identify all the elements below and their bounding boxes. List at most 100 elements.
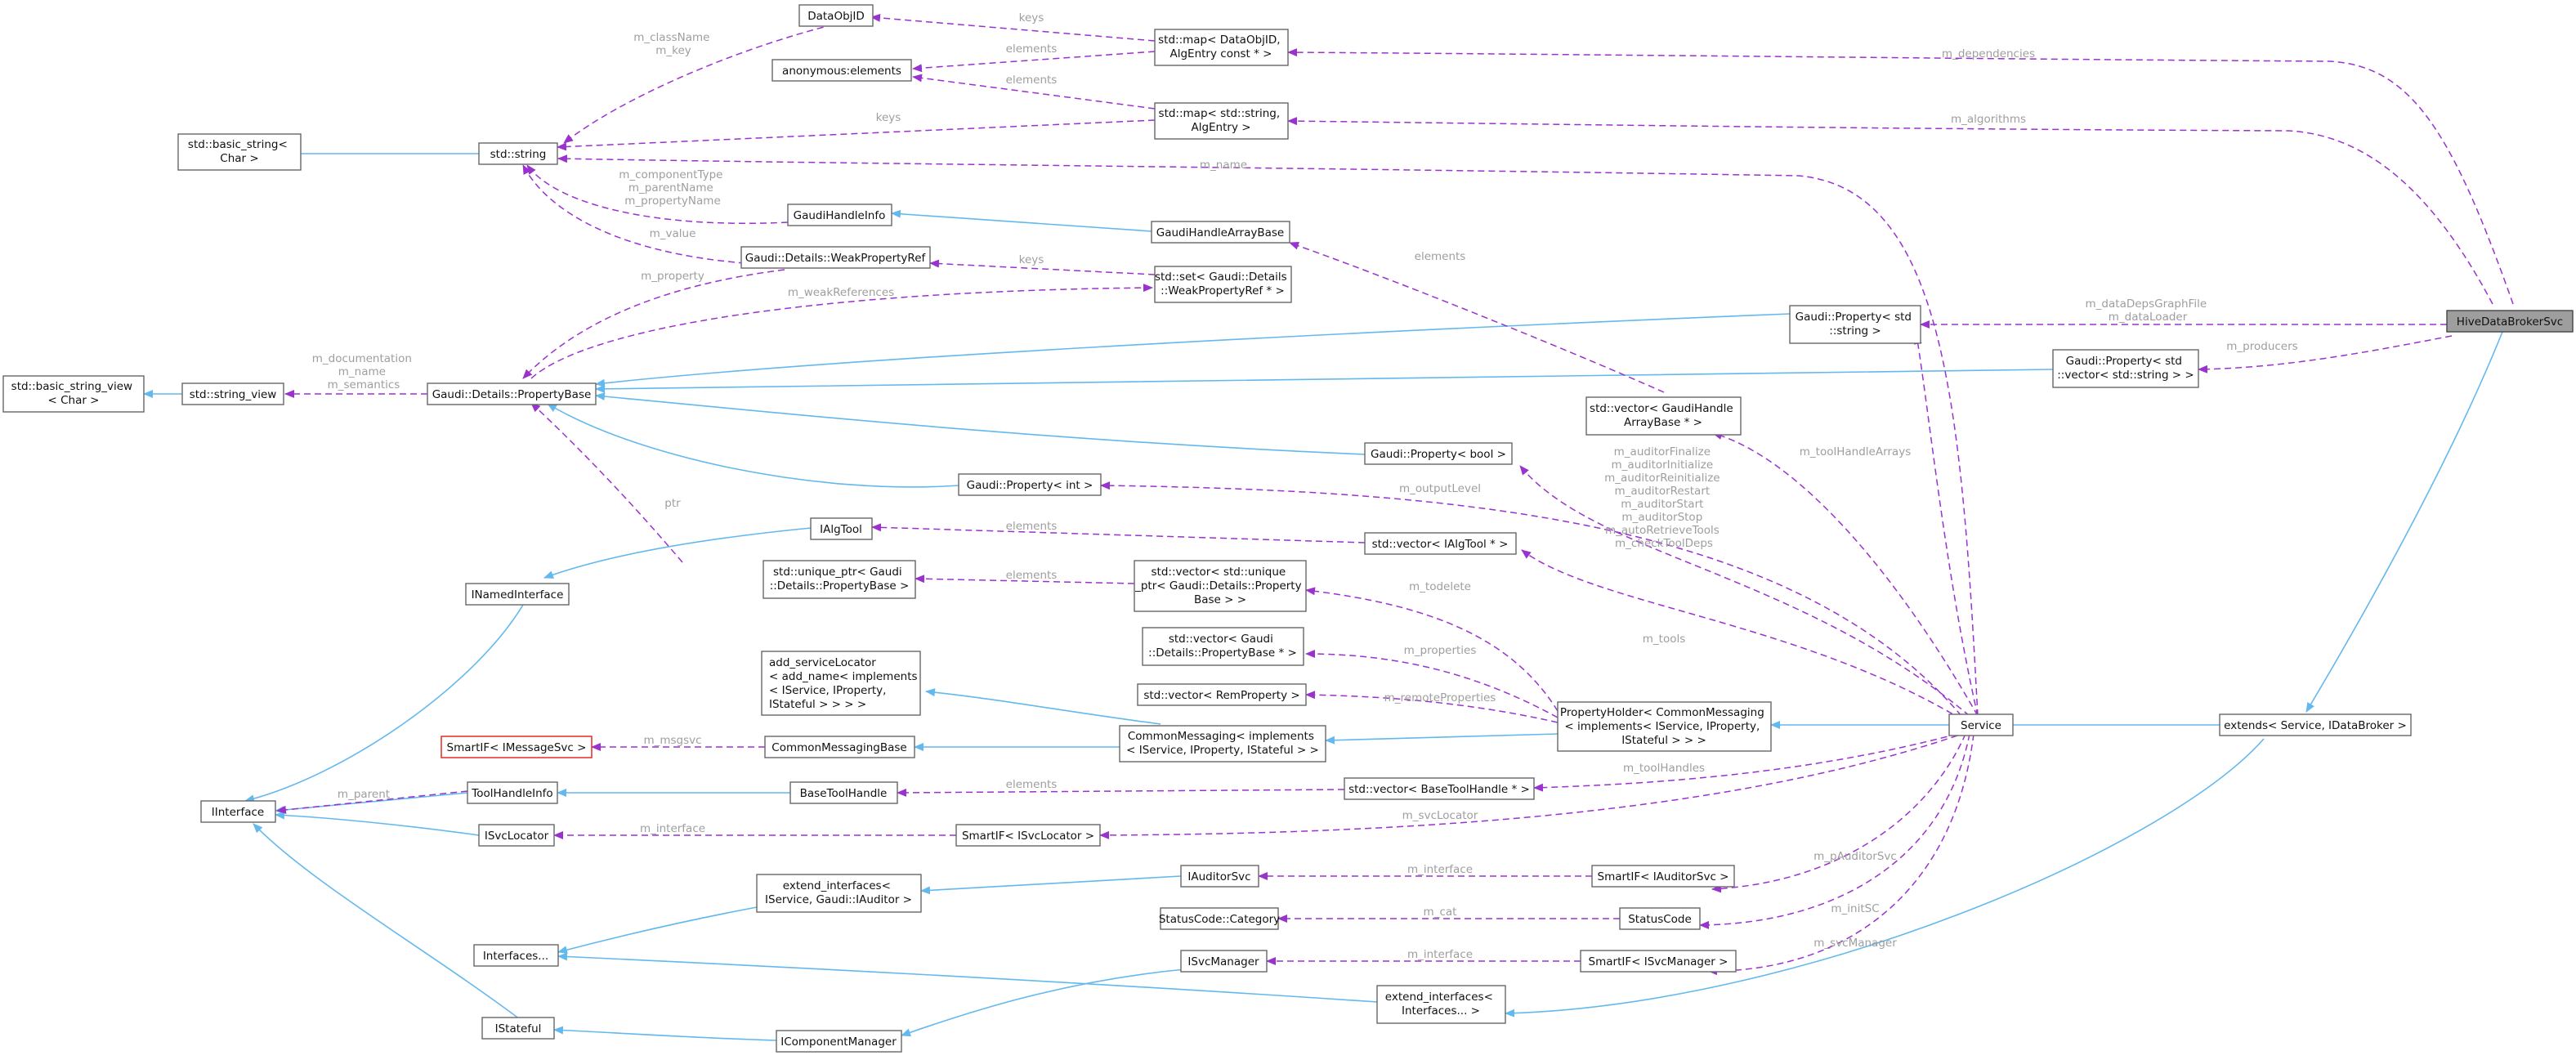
class-node-label: DataObjID <box>807 10 865 23</box>
class-node-string-view[interactable]: std::string_view <box>181 382 284 405</box>
class-node-add-servicelocator[interactable]: add_serviceLocator < add_name< implement… <box>761 651 921 716</box>
class-node-extend-interfaces[interactable]: extend_interfaces< Interfaces... > <box>1376 985 1506 1024</box>
class-node-label-line: Gaudi::Property< std <box>2066 355 2182 368</box>
class-node-basic-string[interactable]: std::basic_string< Char > <box>177 133 302 171</box>
class-node-commonmessaging[interactable]: CommonMessaging< implements < IService, … <box>1119 725 1326 763</box>
class-node-vector-remproperty[interactable]: std::vector< RemProperty > <box>1137 683 1307 706</box>
use-hive-producers <box>2198 335 2453 373</box>
use-gha-vector <box>1289 241 1665 393</box>
use-vectorunique-uniqueptr <box>915 575 1135 584</box>
class-node-label: GaudiHandleArrayBase <box>1156 226 1284 239</box>
label-m-toolhandles: m_toolHandles <box>1623 762 1705 775</box>
class-node-property-vector-string[interactable]: Gaudi::Property< std ::vector< std::stri… <box>2052 349 2199 388</box>
class-node-label: PropertyHolder< CommonMessaging < implem… <box>1560 706 1768 747</box>
class-node-isvclocator[interactable]: ISvcLocator <box>478 824 555 847</box>
class-node-std-string[interactable]: std::string <box>478 142 558 165</box>
class-node-weakpropertyref[interactable]: Gaudi::Details::WeakPropertyRef <box>740 246 931 269</box>
class-node-istateful[interactable]: IStateful <box>481 1017 555 1040</box>
class-node-smartif-imessagesvc[interactable]: SmartIF< IMessageSvc > <box>441 736 593 758</box>
class-node-vector-propertybase-ptr[interactable]: std::vector< Gaudi ::Details::PropertyBa… <box>1142 627 1304 666</box>
class-node-label: Gaudi::Property< std ::vector< std::stri… <box>2057 355 2194 382</box>
use-map1-anon <box>912 51 1156 73</box>
class-node-label-line: std::basic_string_view <box>11 380 132 393</box>
class-node-commonmessagingbase[interactable]: CommonMessagingBase <box>764 736 915 758</box>
class-node-propertyholder[interactable]: PropertyHolder< CommonMessaging < implem… <box>1557 701 1772 752</box>
class-node-vector-ialgtool[interactable]: std::vector< IAlgTool * > <box>1364 532 1517 555</box>
class-node-label-line: std::map< std::string, <box>1159 107 1281 120</box>
class-node-gaudihandlearraybase[interactable]: GaudiHandleArrayBase <box>1151 221 1290 244</box>
class-node-icomponentmanager[interactable]: IComponentManager <box>776 1030 902 1053</box>
class-node-inamedinterface[interactable]: INamedInterface <box>465 583 570 606</box>
label-m-auditor-line: m_auditorFinalize <box>1614 445 1711 458</box>
class-node-vector-basetoolhandle[interactable]: std::vector< BaseToolHandle * > <box>1344 777 1535 800</box>
class-node-label: IAlgTool <box>820 523 862 536</box>
class-node-iauditorsvc[interactable]: IAuditorSvc <box>1180 865 1259 888</box>
class-node-label-line: < IService, IProperty, IStateful > > <box>1126 744 1319 757</box>
class-node-basetoolhandle[interactable]: BaseToolHandle <box>789 781 898 804</box>
label-m-datadepsgraph-line: m_dataDepsGraphFile <box>2086 297 2207 311</box>
class-node-vector-unique-ptr[interactable]: std::vector< std::unique _ptr< Gaudi::De… <box>1134 560 1307 612</box>
class-node-statuscode-category[interactable]: StatusCode::Category <box>1159 907 1280 930</box>
class-node-label: IStateful <box>495 1022 542 1035</box>
class-node-label: std::set< Gaudi::Details ::WeakPropertyR… <box>1155 271 1290 297</box>
class-node-property-bool[interactable]: Gaudi::Property< bool > <box>1364 442 1513 465</box>
class-node-gaudihandleinfo[interactable]: GaudiHandleInfo <box>787 204 892 226</box>
class-node-label-line: add_serviceLocator <box>769 656 876 669</box>
class-node-ialgtool[interactable]: IAlgTool <box>810 517 873 540</box>
class-node-iinterface[interactable]: IInterface <box>200 800 276 823</box>
label-elements-map2: elements <box>1006 74 1058 87</box>
class-node-label: std::vector< BaseToolHandle * > <box>1348 783 1530 796</box>
label-m-cat: m_cat <box>1424 906 1457 919</box>
class-node-extends-service-idatabroker[interactable]: extends< Service, IDataBroker > <box>2219 713 2412 736</box>
class-node-map-string[interactable]: std::map< std::string, AlgEntry > <box>1154 102 1289 140</box>
class-node-interfaces[interactable]: Interfaces... <box>473 944 559 967</box>
use-hive-algorithms <box>1287 117 2493 305</box>
class-node-vector-gaudihandlearraybase[interactable]: std::vector< GaudiHandle ArrayBase * > <box>1585 396 1742 436</box>
class-node-label: ToolHandleInfo <box>471 787 552 800</box>
label-m-classname: m_className m_key <box>633 31 713 57</box>
class-node-service[interactable]: Service <box>1948 713 2014 736</box>
label-m-parent: m_parent <box>338 788 390 801</box>
class-node-property-string[interactable]: Gaudi::Property< std ::string > <box>1789 305 1921 344</box>
class-node-label: anonymous:elements <box>782 65 901 78</box>
class-node-label: std::vector< IAlgTool * > <box>1372 538 1509 551</box>
class-node-smartif-isvcmanager[interactable]: SmartIF< ISvcManager > <box>1580 950 1737 973</box>
class-node-dataobjid[interactable]: DataObjID <box>798 4 874 27</box>
use-service-smartifauditor <box>1711 733 1966 893</box>
label-m-interface-svcmanager: m_interface <box>1407 948 1473 961</box>
class-node-smartif-iauditorsvc[interactable]: SmartIF< IAuditorSvc > <box>1591 865 1735 888</box>
class-node-property-int[interactable]: Gaudi::Property< int > <box>958 473 1102 496</box>
class-node-label-line: < IService, IProperty, <box>769 684 886 697</box>
class-node-smartif-isvclocator[interactable]: SmartIF< ISvcLocator > <box>955 824 1101 847</box>
label-m-name: m_name <box>1200 159 1247 172</box>
class-node-isvcmanager[interactable]: ISvcManager <box>1180 950 1268 973</box>
class-node-map-dataobjid[interactable]: std::map< DataObjID, AlgEntry const * > <box>1154 29 1289 66</box>
class-node-label-line: ::string > <box>1829 324 1881 338</box>
label-m-componenttype-line: m_parentName <box>628 181 713 195</box>
class-node-unique-ptr[interactable]: std::unique_ptr< Gaudi ::Details::Proper… <box>763 560 916 599</box>
class-node-label: std::basic_string< Char > <box>188 138 291 165</box>
use-service-statuscode <box>1699 733 1970 929</box>
use-vectorbth-bth <box>897 788 1345 797</box>
class-node-hivedatabrokersvc[interactable]: HiveDataBrokerSvc <box>2446 310 2574 333</box>
class-node-label: SmartIF< ISvcManager > <box>1589 955 1729 968</box>
class-node-statuscode[interactable]: StatusCode <box>1619 907 1701 930</box>
inherit-isvcmanager-icomponentmanager <box>901 968 1186 1037</box>
class-node-basic-string-view[interactable]: std::basic_string_view < Char > <box>2 375 145 413</box>
class-node-extend-interfaces-auditor[interactable]: extend_interfaces< IService, Gaudi::IAud… <box>756 874 922 913</box>
class-node-toolhandleinfo[interactable]: ToolHandleInfo <box>467 781 558 804</box>
class-node-label-line: CommonMessaging< implements <box>1128 730 1314 743</box>
class-node-anonymous-elements[interactable]: anonymous:elements <box>771 59 912 82</box>
class-node-propertybase[interactable]: Gaudi::Details::PropertyBase <box>427 382 597 405</box>
class-node-label: StatusCode <box>1628 913 1692 926</box>
class-node-set-weakpropertyref[interactable]: std::set< Gaudi::Details ::WeakPropertyR… <box>1154 266 1292 303</box>
inherit-iauditorsvc-extendif <box>920 875 1182 895</box>
use-service-propbool <box>1519 465 1970 717</box>
label-m-componenttype: m_componentType m_parentName m_propertyN… <box>619 168 727 208</box>
label-m-outputlevel: m_outputLevel <box>1399 482 1481 495</box>
use-service-propint <box>1100 481 1962 717</box>
label-m-properties: m_properties <box>1404 644 1477 657</box>
class-node-label: SmartIF< IAuditorSvc > <box>1598 870 1729 883</box>
class-node-label-line: ArrayBase * > <box>1624 416 1702 429</box>
label-m-documentation-line: m_name <box>338 365 386 378</box>
